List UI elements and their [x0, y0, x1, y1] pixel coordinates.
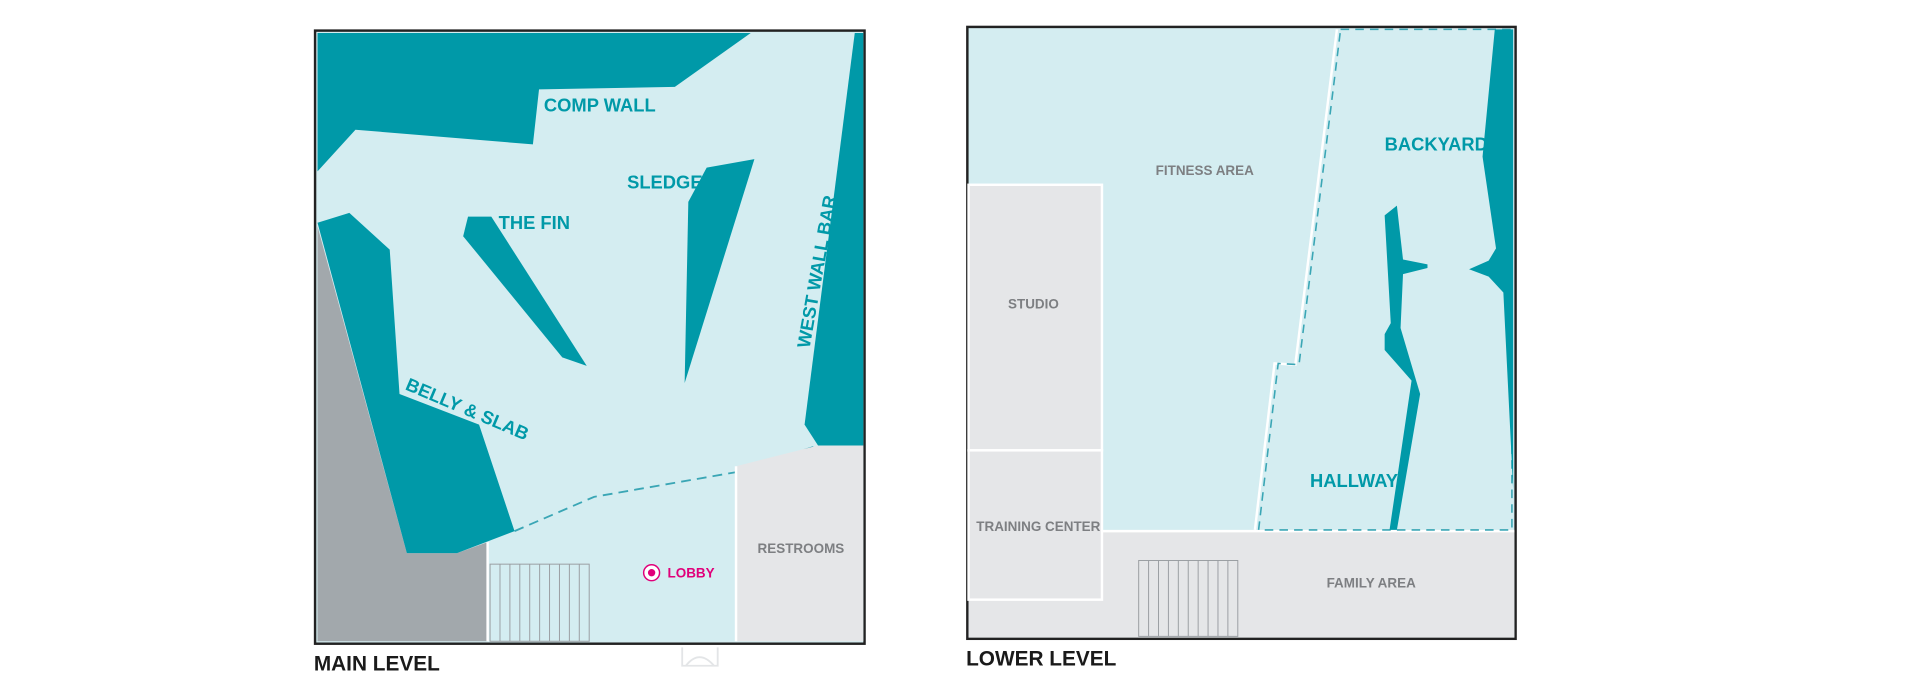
label-hallway: HALLWAY [1310, 470, 1398, 491]
west-wall-bar-area[interactable] [804, 33, 864, 446]
lobby-marker-dot [647, 569, 656, 577]
backyard-wall[interactable] [1469, 29, 1514, 490]
wall-line [1253, 29, 1339, 531]
main-level-title: MAIN LEVEL [314, 653, 440, 676]
label-backyard: BACKYARD [1385, 134, 1488, 155]
restrooms-room[interactable] [736, 445, 864, 642]
stairs [489, 563, 590, 642]
entrance-door-icon [681, 647, 719, 667]
label-comp-wall: COMP WALL [544, 94, 656, 115]
the-fin-area[interactable] [463, 216, 587, 366]
label-sledge: SLEDGE [627, 171, 702, 192]
comp-wall-area[interactable] [317, 33, 751, 172]
label-lobby: LOBBY [668, 566, 715, 581]
label-the-fin: THE FIN [499, 212, 570, 233]
label-fitness-area: FITNESS AREA [1156, 163, 1254, 178]
lower-level-map: FITNESS AREA STUDIO TRAINING CENTER FAMI… [966, 25, 1517, 671]
training-center-room[interactable] [967, 449, 1104, 601]
stairs [1138, 560, 1239, 637]
label-restrooms: RESTROOMS [758, 541, 845, 556]
gray-area [317, 226, 488, 642]
backyard-area-boundary [1257, 28, 1513, 531]
studio-room[interactable] [967, 183, 1104, 452]
label-studio: STUDIO [1008, 296, 1059, 311]
lower-level-title: LOWER LEVEL [966, 648, 1116, 671]
belly-slab-area[interactable] [317, 212, 515, 554]
label-training-center: TRAINING CENTER [976, 519, 1100, 534]
sledge-area[interactable] [684, 159, 755, 384]
hallway-wall[interactable] [1384, 205, 1428, 530]
label-family-area: FAMILY AREA [1327, 575, 1416, 590]
main-level-map: COMP WALL SLEDGE THE FIN WEST WALL BAR B… [313, 29, 866, 676]
